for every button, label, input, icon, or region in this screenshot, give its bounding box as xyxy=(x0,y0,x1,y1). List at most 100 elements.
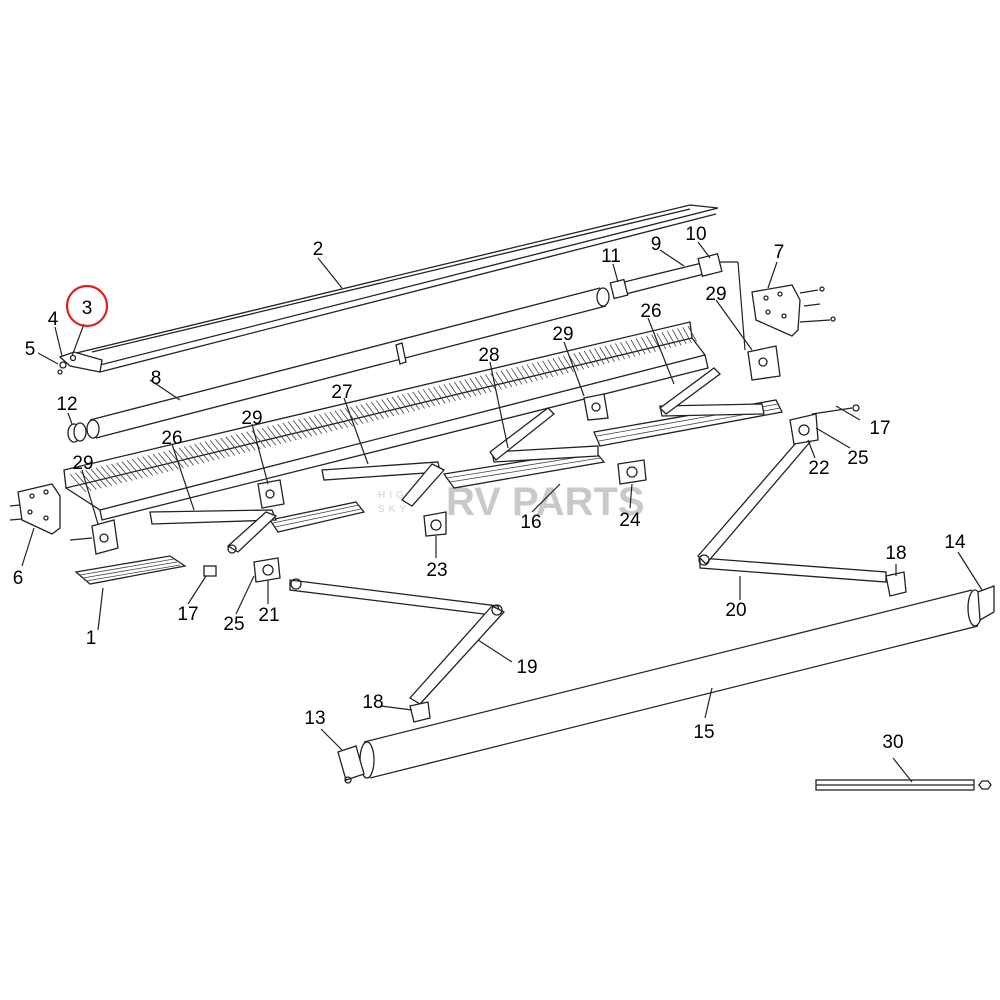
watermark-brand: RV PARTS xyxy=(446,480,645,524)
rail-slat xyxy=(163,451,179,470)
rail-slat xyxy=(183,446,200,465)
rail-slat xyxy=(666,330,677,347)
rail-slat xyxy=(453,381,466,399)
rail-slat xyxy=(464,379,477,397)
callout-26-right: 26 xyxy=(640,301,661,322)
callout-24: 24 xyxy=(619,510,641,531)
rail-slat xyxy=(272,425,287,443)
rail-slat xyxy=(656,333,667,350)
rail-slat xyxy=(132,458,148,478)
rail-slat xyxy=(500,370,513,388)
callout-5: 5 xyxy=(25,339,36,360)
callout-1: 1 xyxy=(86,628,97,649)
callout-18-right: 18 xyxy=(885,543,906,564)
rail-slat xyxy=(204,441,220,460)
rail-slat xyxy=(443,384,456,402)
callout-20: 20 xyxy=(725,600,746,621)
rail-slat xyxy=(308,416,323,435)
rail-slat xyxy=(563,355,574,373)
rail-slat xyxy=(235,433,251,452)
rail-slat xyxy=(386,397,400,416)
rail-slat xyxy=(287,421,302,440)
part-22-pivot-right xyxy=(789,413,819,445)
rail-slat xyxy=(479,375,492,393)
rail-slat xyxy=(147,455,164,474)
rail-slat xyxy=(620,341,631,359)
rail-slat xyxy=(485,374,497,392)
part-3-end-cap xyxy=(57,351,103,375)
rail-slat xyxy=(614,343,626,360)
part-29-bracket-mid xyxy=(583,393,609,421)
rail-slat xyxy=(438,385,451,403)
rail-slat xyxy=(365,402,379,421)
rail-slat xyxy=(178,447,195,466)
track-plate-center xyxy=(268,501,366,533)
rail-slat xyxy=(267,426,282,445)
rail-slat xyxy=(292,420,307,438)
rail-slat xyxy=(277,424,292,442)
highlight-circle xyxy=(65,284,109,328)
rail-slat xyxy=(630,339,641,356)
rail-slat xyxy=(588,349,600,366)
rail-slat xyxy=(157,452,174,471)
part-9-spring-shaft xyxy=(609,253,746,351)
rail-slat xyxy=(376,400,390,418)
callout-10: 10 xyxy=(685,224,706,245)
callout-18-left: 18 xyxy=(362,692,383,713)
part-20-lower-arm xyxy=(697,435,887,583)
callout-29-center: 29 xyxy=(241,408,262,429)
rail-slat xyxy=(121,461,138,480)
rail-slat xyxy=(355,405,369,423)
callout-29-mid: 29 xyxy=(552,324,573,345)
rail-slat xyxy=(531,363,543,380)
rail-slat xyxy=(225,436,241,455)
rail-slat xyxy=(661,332,672,349)
rail-slat xyxy=(599,346,610,364)
callout-13: 13 xyxy=(304,708,325,729)
rail-slat xyxy=(516,366,528,384)
callout-12: 12 xyxy=(56,394,77,415)
rail-slat xyxy=(422,389,436,407)
part-6-end-plate xyxy=(9,483,61,535)
rail-slat xyxy=(646,335,656,352)
rail-slat xyxy=(407,392,420,411)
rail-slat xyxy=(282,422,297,441)
part-24-pivot xyxy=(617,459,647,485)
callout-labels: 1 2 3 4 5 6 7 8 9 10 11 12 13 14 15 16 1… xyxy=(13,224,966,753)
part-30-rod xyxy=(815,779,992,791)
part-29-bracket-left xyxy=(69,519,119,555)
rail-slat xyxy=(402,394,415,412)
callout-28: 28 xyxy=(478,345,499,366)
rail-slat xyxy=(428,387,441,405)
rail-slat xyxy=(168,450,184,469)
callout-16: 16 xyxy=(520,512,541,533)
rail-slat xyxy=(625,340,636,357)
rail-slat xyxy=(95,467,112,486)
part-21-pivot-left xyxy=(253,557,281,583)
rail-slat xyxy=(111,463,128,483)
rail-slat xyxy=(542,360,554,378)
rail-slat xyxy=(215,438,230,457)
rail-slat xyxy=(126,460,143,479)
part-18-fastener-left xyxy=(409,701,431,723)
callout-9: 9 xyxy=(651,234,662,255)
rail-slat xyxy=(370,401,384,419)
part-14-end-cap xyxy=(977,585,995,622)
leader-lines xyxy=(21,241,983,783)
callout-25-left: 25 xyxy=(223,614,244,635)
callout-3: 3 xyxy=(82,298,93,319)
rail-slat xyxy=(412,391,425,409)
rail-slat xyxy=(682,327,692,343)
rail-slat xyxy=(350,406,364,424)
rail-slat xyxy=(687,325,697,342)
rail-slat xyxy=(391,396,405,414)
rail-slat xyxy=(381,399,395,417)
rail-slat xyxy=(230,435,246,454)
part-13-end-cap xyxy=(337,745,365,784)
callout-29-left: 29 xyxy=(72,453,93,474)
part-17-clip-left xyxy=(203,565,217,577)
rail-slat xyxy=(360,404,374,422)
rail-slat xyxy=(511,368,523,385)
rail-slat xyxy=(194,443,210,462)
rail-slat xyxy=(329,411,343,430)
